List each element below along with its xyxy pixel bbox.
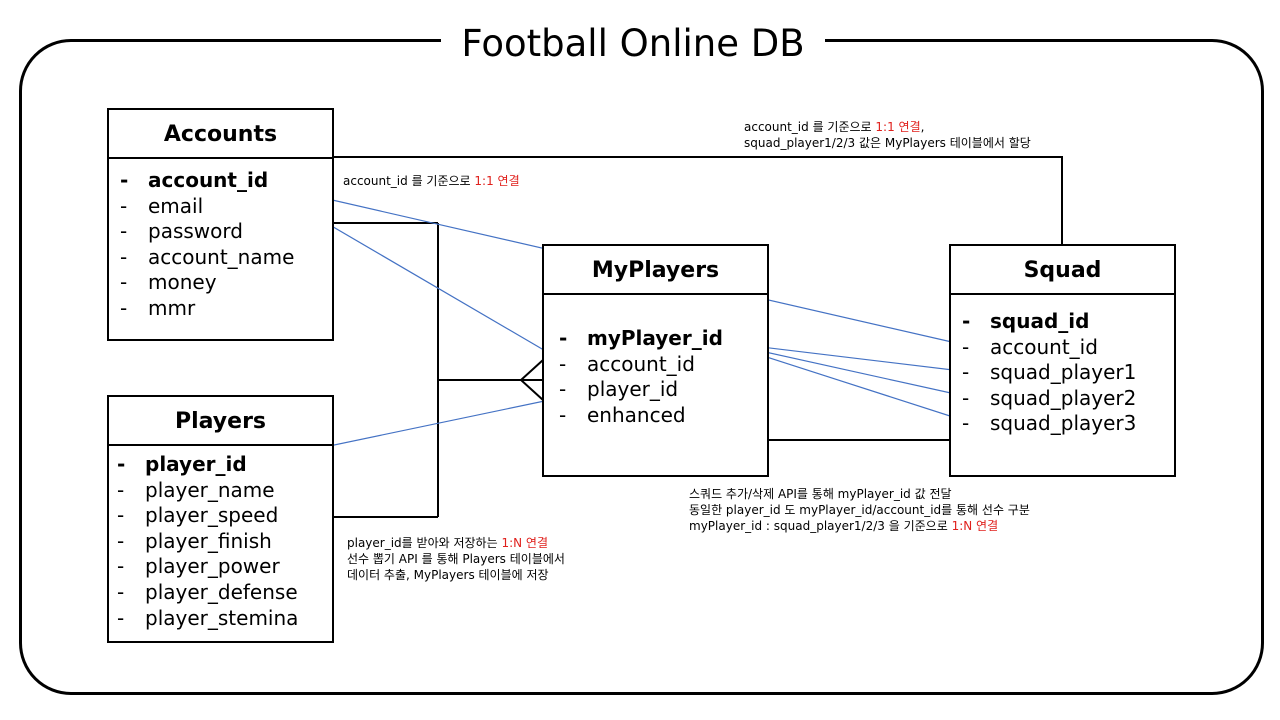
field-name: player_speed — [145, 503, 279, 528]
field-bullet: - — [120, 219, 128, 244]
field-name: account_name — [148, 244, 295, 269]
table-field: -account_id — [559, 352, 767, 378]
table-field: -myPlayer_id — [559, 326, 767, 352]
note-text: 동일한 player_id 도 myPlayer_id/account_id를 … — [689, 503, 1030, 517]
field-name: mmr — [148, 295, 196, 320]
field-bullet: - — [962, 360, 970, 385]
field-bullet: - — [559, 402, 567, 427]
table-field: -player_finish — [117, 529, 332, 555]
field-name: account_id — [990, 334, 1098, 359]
table-players-fields: -player_id-player_name-player_speed-play… — [109, 446, 332, 631]
table-myplayers-header: MyPlayers — [544, 246, 767, 295]
note-text: account_id 를 기준으로 — [744, 120, 876, 134]
note-myplayers-squad: 스쿼드 추가/삭제 API를 통해 myPlayer_id 값 전달 동일한 p… — [689, 486, 1030, 534]
note-players-myplayers: player_id를 받아와 저장하는 1:N 연결 선수 뽑기 API 를 통… — [347, 535, 565, 583]
field-bullet: - — [120, 193, 128, 218]
field-bullet: - — [962, 334, 970, 359]
table-players: Players -player_id-player_name-player_sp… — [107, 395, 334, 643]
field-bullet: - — [120, 295, 128, 320]
table-field: -squad_player1 — [962, 360, 1174, 386]
table-field: -mmr — [120, 296, 332, 322]
table-squad: Squad -squad_id-account_id-squad_player1… — [949, 244, 1176, 477]
field-name: squad_id — [990, 309, 1090, 333]
table-myplayers-fields: -myPlayer_id-account_id-player_id-enhanc… — [544, 295, 767, 428]
connector-accounts-squad — [333, 156, 1063, 245]
table-field: -player_power — [117, 554, 332, 580]
field-name: player_stemina — [145, 605, 299, 630]
note-text: 선수 뽑기 API 를 통해 Players 테이블에서 — [347, 552, 565, 566]
field-name: enhanced — [587, 402, 686, 427]
field-bullet: - — [117, 452, 126, 476]
note-accounts-myplayers: account_id 를 기준으로 1:1 연결 — [343, 173, 520, 189]
crowfoot-many — [519, 359, 544, 401]
table-field: -account_name — [120, 245, 332, 271]
field-bullet: - — [117, 528, 125, 553]
field-name: player_name — [145, 477, 275, 502]
relation-label: 1:1 연결 — [474, 174, 520, 188]
table-field: -account_id — [120, 168, 332, 194]
field-bullet: - — [962, 385, 970, 410]
table-players-header: Players — [109, 397, 332, 446]
relation-label: 1:N 연결 — [951, 519, 999, 533]
field-bullet: - — [120, 270, 128, 295]
field-bullet: - — [117, 605, 125, 630]
field-name: player_defense — [145, 579, 298, 604]
table-field: -player_stemina — [117, 606, 332, 632]
table-accounts: Accounts -account_id-email-password-acco… — [107, 108, 334, 341]
note-text: myPlayer_id : squad_player1/2/3 을 기준으로 — [689, 519, 952, 533]
field-bullet: - — [559, 377, 567, 402]
note-text: player_id를 받아와 저장하는 — [347, 536, 502, 550]
table-accounts-fields: -account_id-email-password-account_name-… — [109, 159, 332, 322]
field-name: squad_player2 — [990, 385, 1137, 410]
table-field: -player_id — [559, 377, 767, 403]
field-bullet: - — [559, 351, 567, 376]
table-field: -player_defense — [117, 580, 332, 606]
field-name: account_id — [587, 351, 695, 376]
note-text: 스쿼드 추가/삭제 API를 통해 myPlayer_id 값 전달 — [689, 487, 952, 501]
field-name: account_id — [148, 168, 269, 192]
table-accounts-header: Accounts — [109, 110, 332, 159]
field-name: player_id — [587, 377, 679, 402]
field-name: myPlayer_id — [587, 326, 723, 350]
note-text: squad_player1/2/3 값은 MyPlayers 테이블에서 할당 — [744, 136, 1031, 150]
table-field: -account_id — [962, 335, 1174, 361]
field-name: player_id — [145, 452, 247, 476]
note-text: account_id 를 기준으로 — [343, 174, 475, 188]
field-name: money — [148, 270, 217, 295]
note-text-tail: , — [920, 120, 925, 134]
table-field: -player_name — [117, 478, 332, 504]
relation-label: 1:N 연결 — [501, 536, 549, 550]
field-name: player_power — [145, 554, 280, 579]
table-field: -password — [120, 219, 332, 245]
table-field: -enhanced — [559, 403, 767, 429]
note-accounts-squad: account_id 를 기준으로 1:1 연결, squad_player1/… — [744, 119, 1031, 151]
table-field: -money — [120, 270, 332, 296]
diagram-title: Football Online DB — [441, 16, 825, 72]
field-bullet: - — [117, 554, 125, 579]
field-bullet: - — [962, 411, 970, 436]
field-bullet: - — [120, 168, 129, 192]
field-bullet: - — [117, 477, 125, 502]
table-field: -squad_player3 — [962, 411, 1174, 437]
field-bullet: - — [962, 309, 971, 333]
field-bullet: - — [117, 579, 125, 604]
table-myplayers: MyPlayers -myPlayer_id-account_id-player… — [542, 244, 769, 477]
field-name: squad_player3 — [990, 411, 1137, 436]
table-squad-header: Squad — [951, 246, 1174, 295]
table-field: -email — [120, 194, 332, 220]
table-squad-fields: -squad_id-account_id-squad_player1-squad… — [951, 295, 1174, 437]
field-name: squad_player1 — [990, 360, 1137, 385]
table-field: -player_id — [117, 452, 332, 478]
field-bullet: - — [117, 503, 125, 528]
field-name: player_finish — [145, 528, 272, 553]
table-field: -player_speed — [117, 503, 332, 529]
field-name: email — [148, 193, 204, 218]
table-field: -squad_player2 — [962, 386, 1174, 412]
field-name: password — [148, 219, 243, 244]
relation-label: 1:1 연결 — [875, 120, 921, 134]
note-text: 데이터 추출, MyPlayers 테이블에 저장 — [347, 568, 549, 582]
field-bullet: - — [120, 244, 128, 269]
field-bullet: - — [559, 326, 568, 350]
table-field: -squad_id — [962, 309, 1174, 335]
